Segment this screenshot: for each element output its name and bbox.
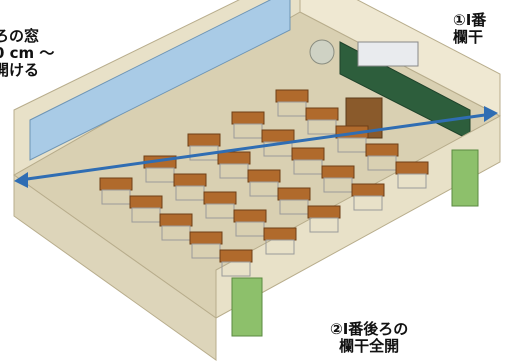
student-desk	[99, 177, 133, 191]
desk-legs	[309, 217, 339, 233]
annotation-line: 0 cm 〜	[0, 44, 55, 62]
annotation-line: ①Ⅰ番	[453, 11, 487, 29]
annotation-line: ②Ⅰ番後ろの	[330, 320, 409, 338]
student-desk	[395, 161, 429, 175]
annotation-line: 欄干全開	[339, 337, 400, 355]
student-desk	[277, 187, 311, 201]
annotation-back-window: ろの窓 0 cm 〜 開ける	[0, 28, 54, 79]
student-desk	[217, 151, 251, 165]
student-desk	[261, 129, 295, 143]
desk-legs	[265, 239, 295, 255]
student-desk	[187, 133, 221, 147]
student-desk	[291, 147, 325, 161]
annotation-line: ろの窓	[0, 27, 40, 45]
student-desk	[305, 107, 339, 121]
student-desk	[159, 213, 193, 227]
annotation-back-railing: ②Ⅰ番後ろの 欄干全開	[330, 321, 408, 355]
desk-grid	[99, 89, 429, 277]
plant-icon	[309, 39, 335, 65]
arrowhead-right	[484, 106, 498, 122]
student-desk	[263, 227, 297, 241]
student-desk	[203, 191, 237, 205]
student-desk	[321, 165, 355, 179]
distance-arrow	[19, 112, 493, 182]
student-desk	[189, 231, 223, 245]
desk-legs	[397, 173, 427, 189]
annotation-line: 開ける	[0, 61, 40, 79]
annotation-line: 欄干	[453, 28, 484, 46]
desk-legs	[221, 261, 251, 277]
student-desk	[173, 173, 207, 187]
annotation-front-railing: ①Ⅰ番 欄干	[453, 12, 486, 46]
desk-legs	[353, 195, 383, 211]
student-desk	[129, 195, 163, 209]
teacher-desk	[357, 41, 419, 67]
back-wall	[13, 174, 217, 361]
student-desk	[233, 209, 267, 223]
student-desk	[231, 111, 265, 125]
student-desk	[351, 183, 385, 197]
student-desk	[219, 249, 253, 263]
student-desk	[247, 169, 281, 183]
window-glass	[29, 0, 291, 161]
student-desk	[307, 205, 341, 219]
door-back	[231, 277, 263, 337]
student-desk	[275, 89, 309, 103]
door-front	[451, 149, 479, 207]
student-desk	[365, 143, 399, 157]
arrowhead-left	[14, 172, 28, 188]
